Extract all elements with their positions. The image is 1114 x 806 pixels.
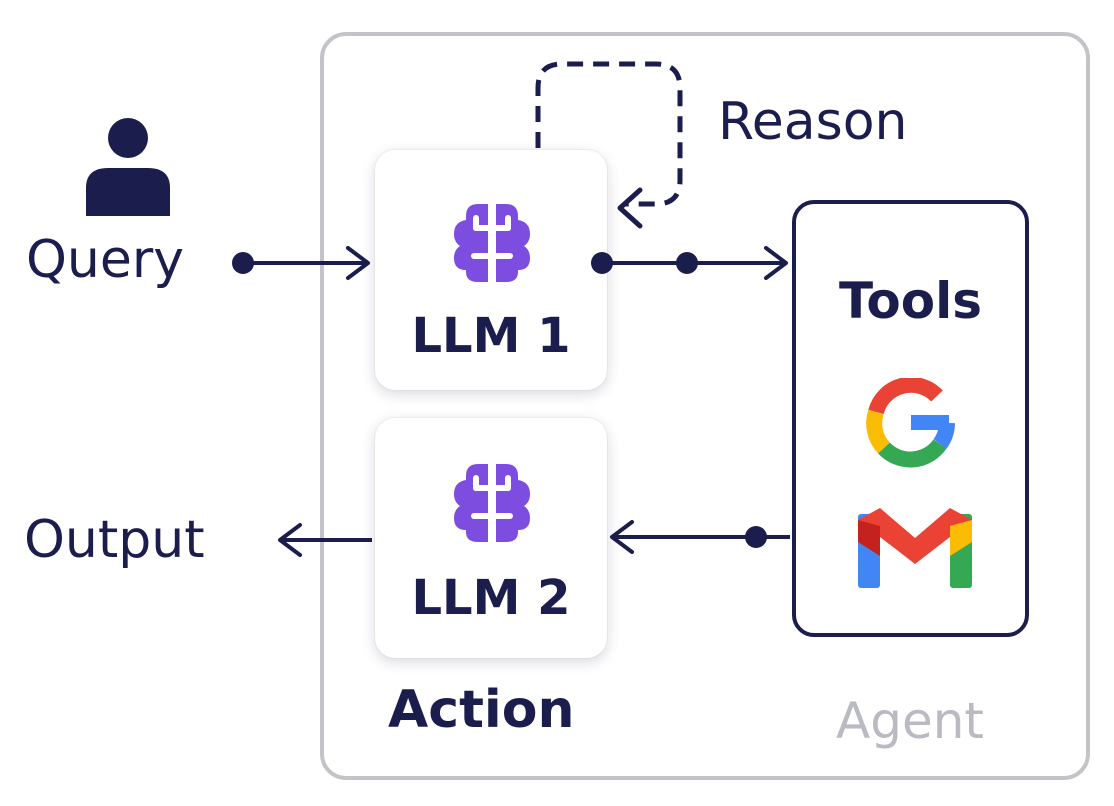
llm1-to-tools-arrow xyxy=(591,246,788,280)
reason-loop-arrow xyxy=(535,61,683,229)
reason-label: Reason xyxy=(718,92,908,152)
query-to-llm1-arrow xyxy=(232,246,370,280)
brain-icon xyxy=(454,204,530,282)
llm2-label: LLM 2 xyxy=(411,570,571,626)
llm2-to-output-arrow xyxy=(278,523,372,557)
brain-icon xyxy=(454,464,530,542)
query-label: Query xyxy=(26,230,185,290)
google-icon xyxy=(866,378,955,468)
gmail-icon xyxy=(858,508,972,588)
tools-label: Tools xyxy=(838,272,983,330)
llm2-card: LLM 2 xyxy=(375,418,607,658)
tools-to-llm2-arrow xyxy=(610,520,790,554)
llm1-card: LLM 1 xyxy=(375,150,607,390)
action-label: Action xyxy=(388,680,575,740)
user-icon xyxy=(86,118,170,216)
tools-box: Tools xyxy=(792,200,1029,637)
agent-label: Agent xyxy=(836,692,984,750)
output-label: Output xyxy=(24,510,205,570)
llm1-label: LLM 1 xyxy=(411,308,571,364)
